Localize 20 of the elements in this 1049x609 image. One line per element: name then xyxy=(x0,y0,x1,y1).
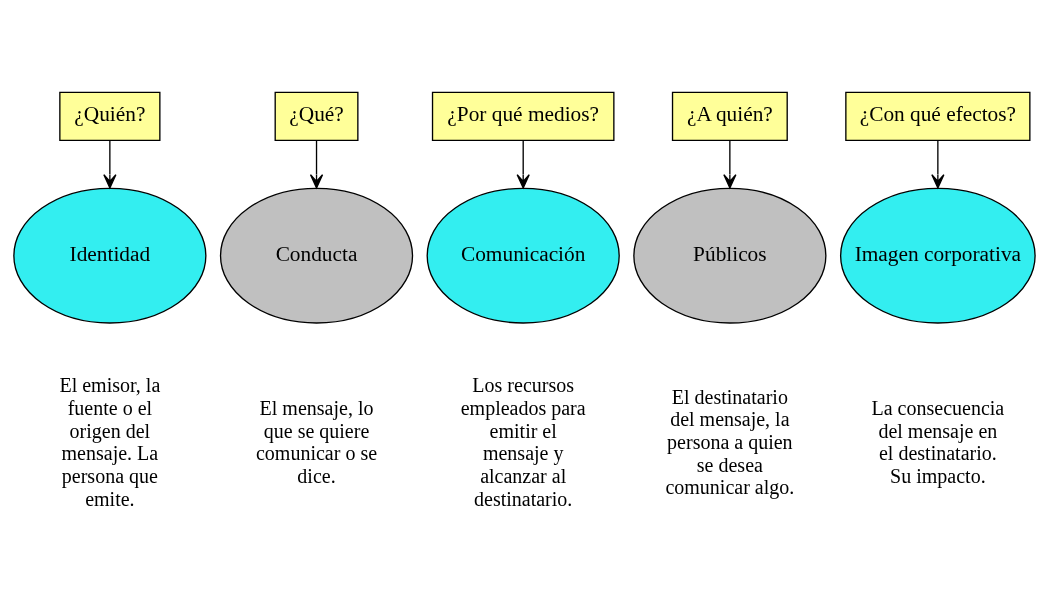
node-box: ¿Quién? xyxy=(59,91,161,141)
node-label: El emisor, la fuente o el origen del mensaje. La persona que emite. xyxy=(59,373,161,510)
node-box: ¿A quién? xyxy=(671,91,788,141)
node-label: El mensaje, lo que se quiere comunicar o se dice. xyxy=(255,396,378,487)
arrow xyxy=(931,139,945,189)
node-ellipse: Comunicación xyxy=(426,187,620,324)
node-ellipse: Conducta xyxy=(219,187,414,324)
arrow xyxy=(103,139,117,189)
arrow xyxy=(723,139,737,189)
node-ellipse: Públicos xyxy=(633,187,827,324)
node-label: La consecuencia del mensaje en el destinatario. Su impacto. xyxy=(871,396,1005,487)
node-label: Los recursos empleados para emitir el mensaje y alcanzar al destinatario. xyxy=(460,373,586,510)
node-box: ¿Por qué medios? xyxy=(431,91,615,141)
node-label: El destinatario del mensaje, la persona a quien se desea comunicar algo. xyxy=(665,385,795,498)
node-box: ¿Qué? xyxy=(274,91,359,141)
arrow xyxy=(516,139,530,189)
node-ellipse: Identidad xyxy=(13,187,207,324)
node-ellipse: Imagen corporativa xyxy=(839,187,1036,324)
node-box: ¿Con qué efectos? xyxy=(845,91,1031,141)
arrow xyxy=(309,139,324,189)
